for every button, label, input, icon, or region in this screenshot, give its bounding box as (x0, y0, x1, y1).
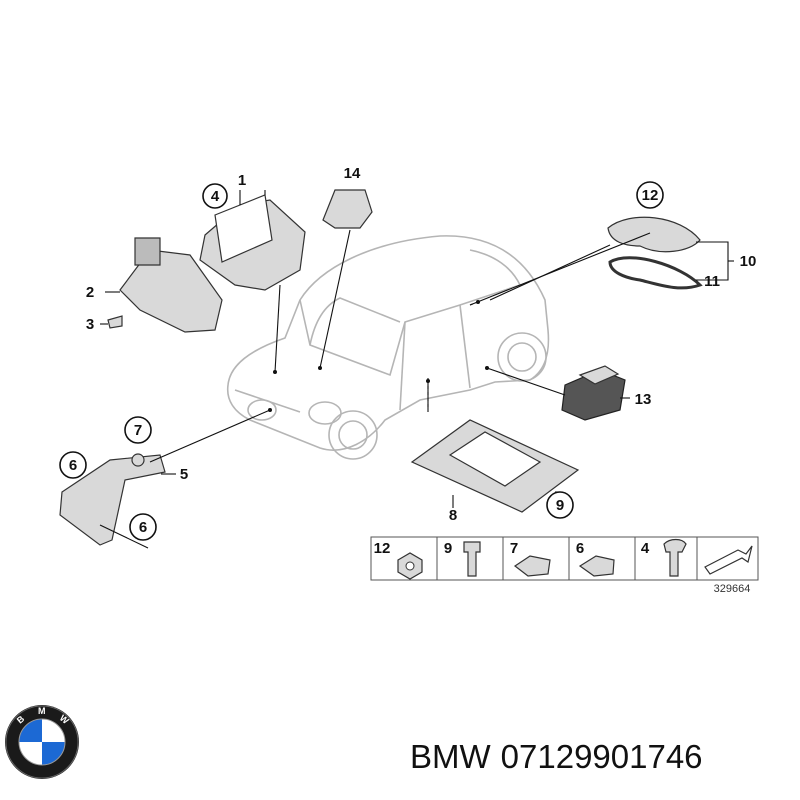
spring-clip-icon (578, 555, 615, 577)
legend-label-4: 4 (641, 540, 650, 557)
svg-text:B: B (15, 713, 27, 725)
callout-10: 10 (740, 253, 757, 270)
svg-text:M: M (38, 706, 46, 716)
arrow-icon (704, 545, 753, 575)
callout-8: 8 (449, 507, 457, 524)
callout-9: 9 (556, 497, 564, 514)
screw-icon (663, 538, 687, 577)
clip-part-14 (322, 189, 373, 229)
callouts: 1 4 14 2 3 12 10 11 13 7 6 5 6 9 8 (59, 165, 757, 541)
bolt-icon (463, 541, 481, 577)
car-outline (226, 235, 550, 460)
hardware-legend: 12 9 7 6 4 329664 (370, 536, 759, 595)
callout-3: 3 (86, 316, 94, 333)
reference-code: 329664 (714, 583, 751, 595)
callout-6a: 6 (69, 457, 77, 474)
part-number: 07129901746 (500, 738, 703, 775)
bmw-logo: B M W (5, 705, 79, 779)
callout-7: 7 (134, 422, 142, 439)
legend-label-7: 7 (510, 540, 518, 557)
brand-name: BMW (410, 738, 491, 775)
clip-nut-icon (513, 555, 551, 577)
callout-11: 11 (704, 273, 720, 290)
callout-13: 13 (635, 391, 652, 408)
plate-part-8 (410, 419, 580, 513)
legend-label-6: 6 (576, 540, 584, 557)
bracket-part-5 (59, 453, 166, 549)
bracket-part-1 (199, 190, 306, 291)
leader-lines (100, 229, 734, 508)
callout-6b: 6 (139, 519, 147, 536)
legend-label-9: 9 (444, 540, 452, 557)
module-part-13 (561, 365, 626, 421)
gasket-part-11 (608, 256, 703, 290)
callout-1: 1 (238, 172, 246, 189)
callout-2: 2 (86, 284, 94, 301)
callout-4: 4 (211, 188, 220, 205)
cover-part-12 (607, 216, 701, 253)
legend-label-12: 12 (374, 540, 391, 557)
callout-12: 12 (642, 187, 659, 204)
callout-5: 5 (180, 466, 188, 483)
bracket-part-2 (107, 237, 223, 333)
callout-14: 14 (344, 165, 361, 182)
